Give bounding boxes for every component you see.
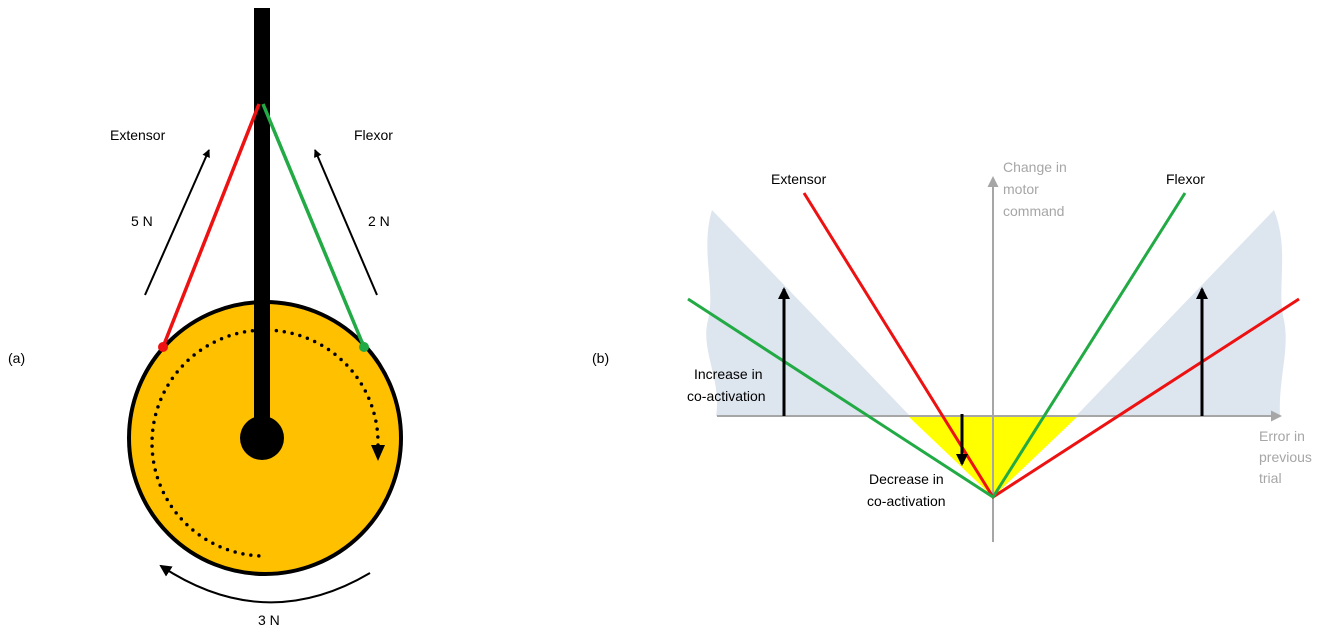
panel-b-label: (b) (592, 350, 609, 366)
extensor-label-b: Extensor (771, 171, 827, 187)
extensor-label-a: Extensor (110, 127, 166, 143)
flexor-force-label: 2 N (368, 213, 390, 229)
pivot (240, 416, 284, 460)
flexor-muscle (261, 103, 366, 348)
right-shaded-region (1076, 210, 1286, 416)
flexor-label-a: Flexor (354, 127, 393, 143)
extensor-force-arrow (144, 149, 210, 296)
flexor-response-line (687, 192, 1187, 500)
extensor-muscle (161, 103, 261, 348)
left-shaded-region (706, 210, 910, 416)
increase-label: Increase in co-activation (687, 366, 766, 404)
rotation-arc (150, 328, 380, 558)
extensor-attachment (158, 342, 168, 352)
panel-b: (b) Extensor Flexor Change in motor comm… (592, 159, 1316, 542)
flexor-attachment (359, 342, 369, 352)
panel-a: (a) Extensor Flexor 5 N 2 N 3 N (8, 8, 403, 628)
torque-label: 3 N (258, 612, 280, 628)
lever-arm (254, 8, 270, 438)
flexor-force-arrow (314, 149, 378, 296)
panel-a-label: (a) (8, 350, 25, 366)
decrease-label: Decrease in co-activation (867, 471, 948, 509)
rotation-arrowhead (371, 445, 385, 461)
flexor-label-b: Flexor (1166, 171, 1205, 187)
extensor-force-label: 5 N (131, 213, 153, 229)
y-axis-label: Change in motor command (1003, 159, 1071, 219)
x-axis-label: Error in previous trial (1259, 428, 1316, 486)
torque-arrow (159, 564, 371, 604)
